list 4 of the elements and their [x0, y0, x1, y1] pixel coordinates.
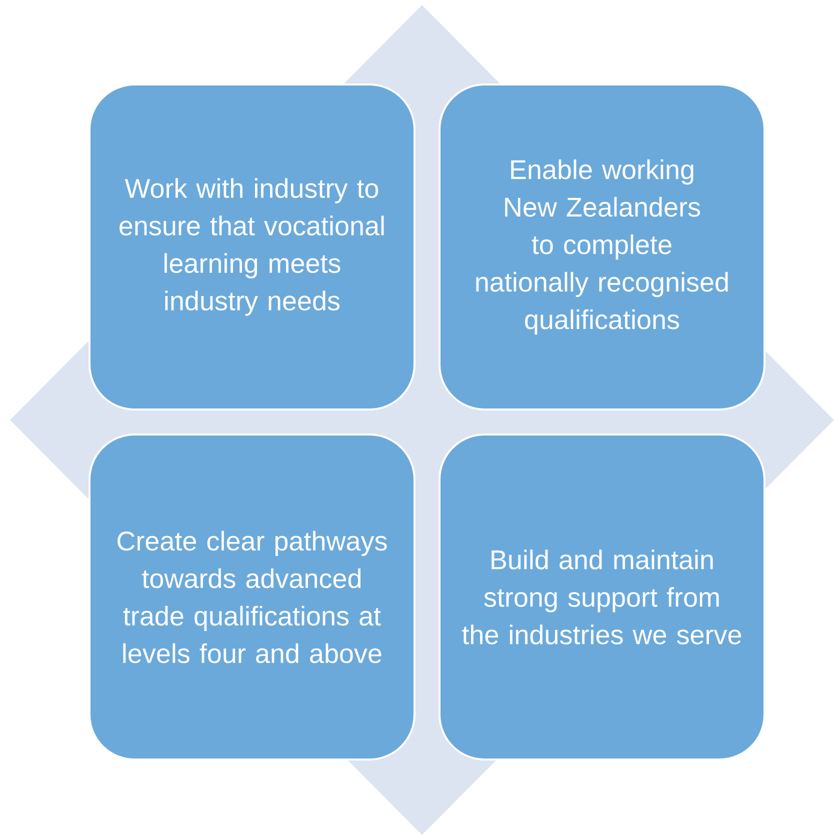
rounded-box: Build and maintain strong support from the industries we serve	[438, 434, 766, 760]
rounded-box: Create clear pathways towards advanced trade qualifications at levels four and above	[88, 434, 416, 760]
rounded-box: Work with industry to ensure that vocational learning meets industry needs	[88, 84, 416, 410]
rounded-box: Enable working New Zealanders to complete nationally recognised qualifications	[438, 84, 766, 410]
